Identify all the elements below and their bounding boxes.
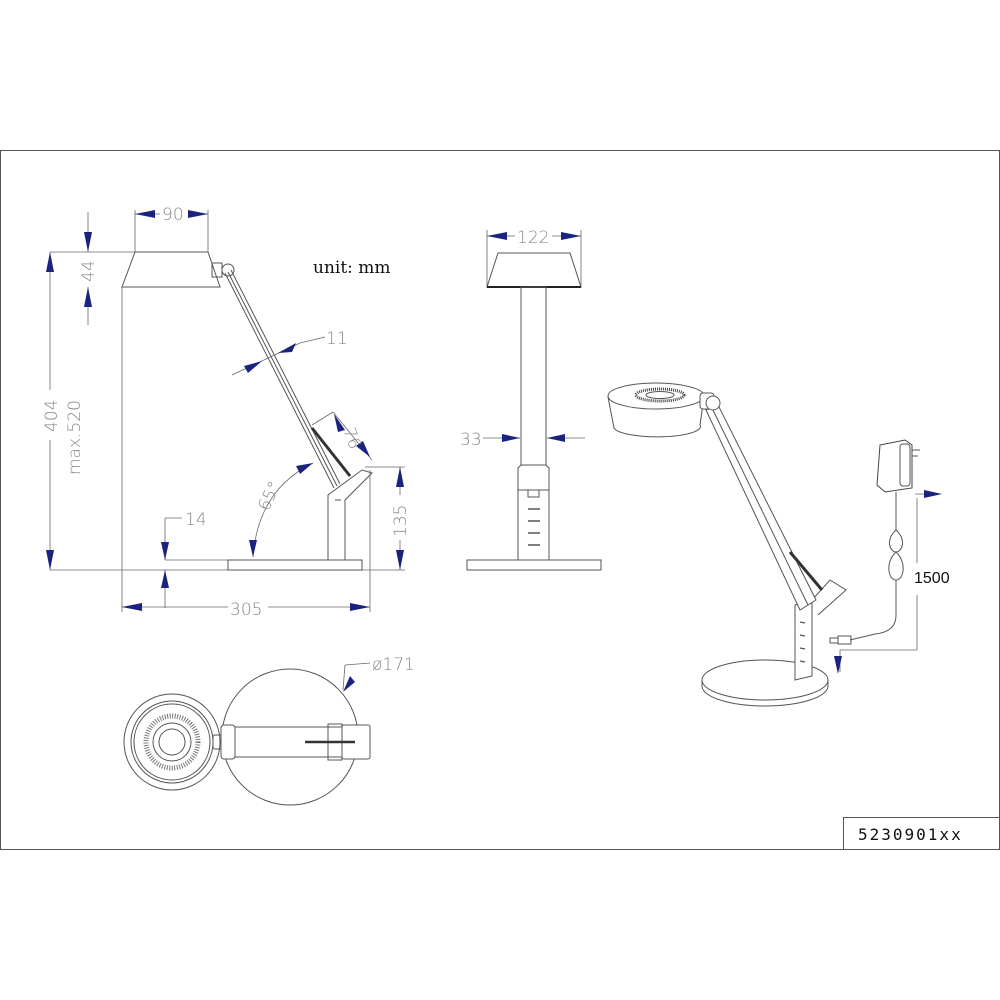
side-view: 90 44 404 max.520 11 76 65° 14 135 305 (42, 205, 411, 620)
side-spring (310, 427, 352, 477)
side-joint-block (211, 262, 223, 278)
dim-shade-width: 90 (162, 205, 184, 225)
part-number: 5230901xx (858, 825, 963, 844)
side-stand (327, 469, 373, 560)
perspective-view: 1500 (607, 382, 950, 707)
dim-max-height: max.520 (65, 400, 85, 475)
dim-angle: 65° (254, 478, 285, 514)
front-base (466, 559, 602, 571)
dim-base-diameter: ø171 (372, 655, 415, 675)
side-shade (121, 251, 221, 288)
side-joint (221, 263, 235, 277)
side-base (227, 559, 363, 571)
dim-shade-height: 44 (79, 260, 99, 282)
front-shade (486, 252, 582, 288)
dim-depth: 305 (230, 600, 262, 620)
dim-arm-width: 11 (326, 329, 348, 349)
dim-front-shade-width: 122 (517, 228, 549, 248)
power-adapter (876, 439, 913, 493)
top-view: ø171 (123, 655, 415, 806)
front-pole (520, 286, 547, 466)
dim-height: 404 (42, 400, 62, 432)
dim-stand-height: 135 (391, 505, 411, 537)
power-cord (849, 492, 904, 641)
dim-base-thickness: 14 (185, 510, 207, 530)
dim-cable-length: 1500 (914, 570, 950, 587)
unit-label: unit: mm (313, 258, 391, 278)
dim-pole-width: 33 (460, 430, 482, 450)
front-view: 122 33 (460, 228, 602, 571)
